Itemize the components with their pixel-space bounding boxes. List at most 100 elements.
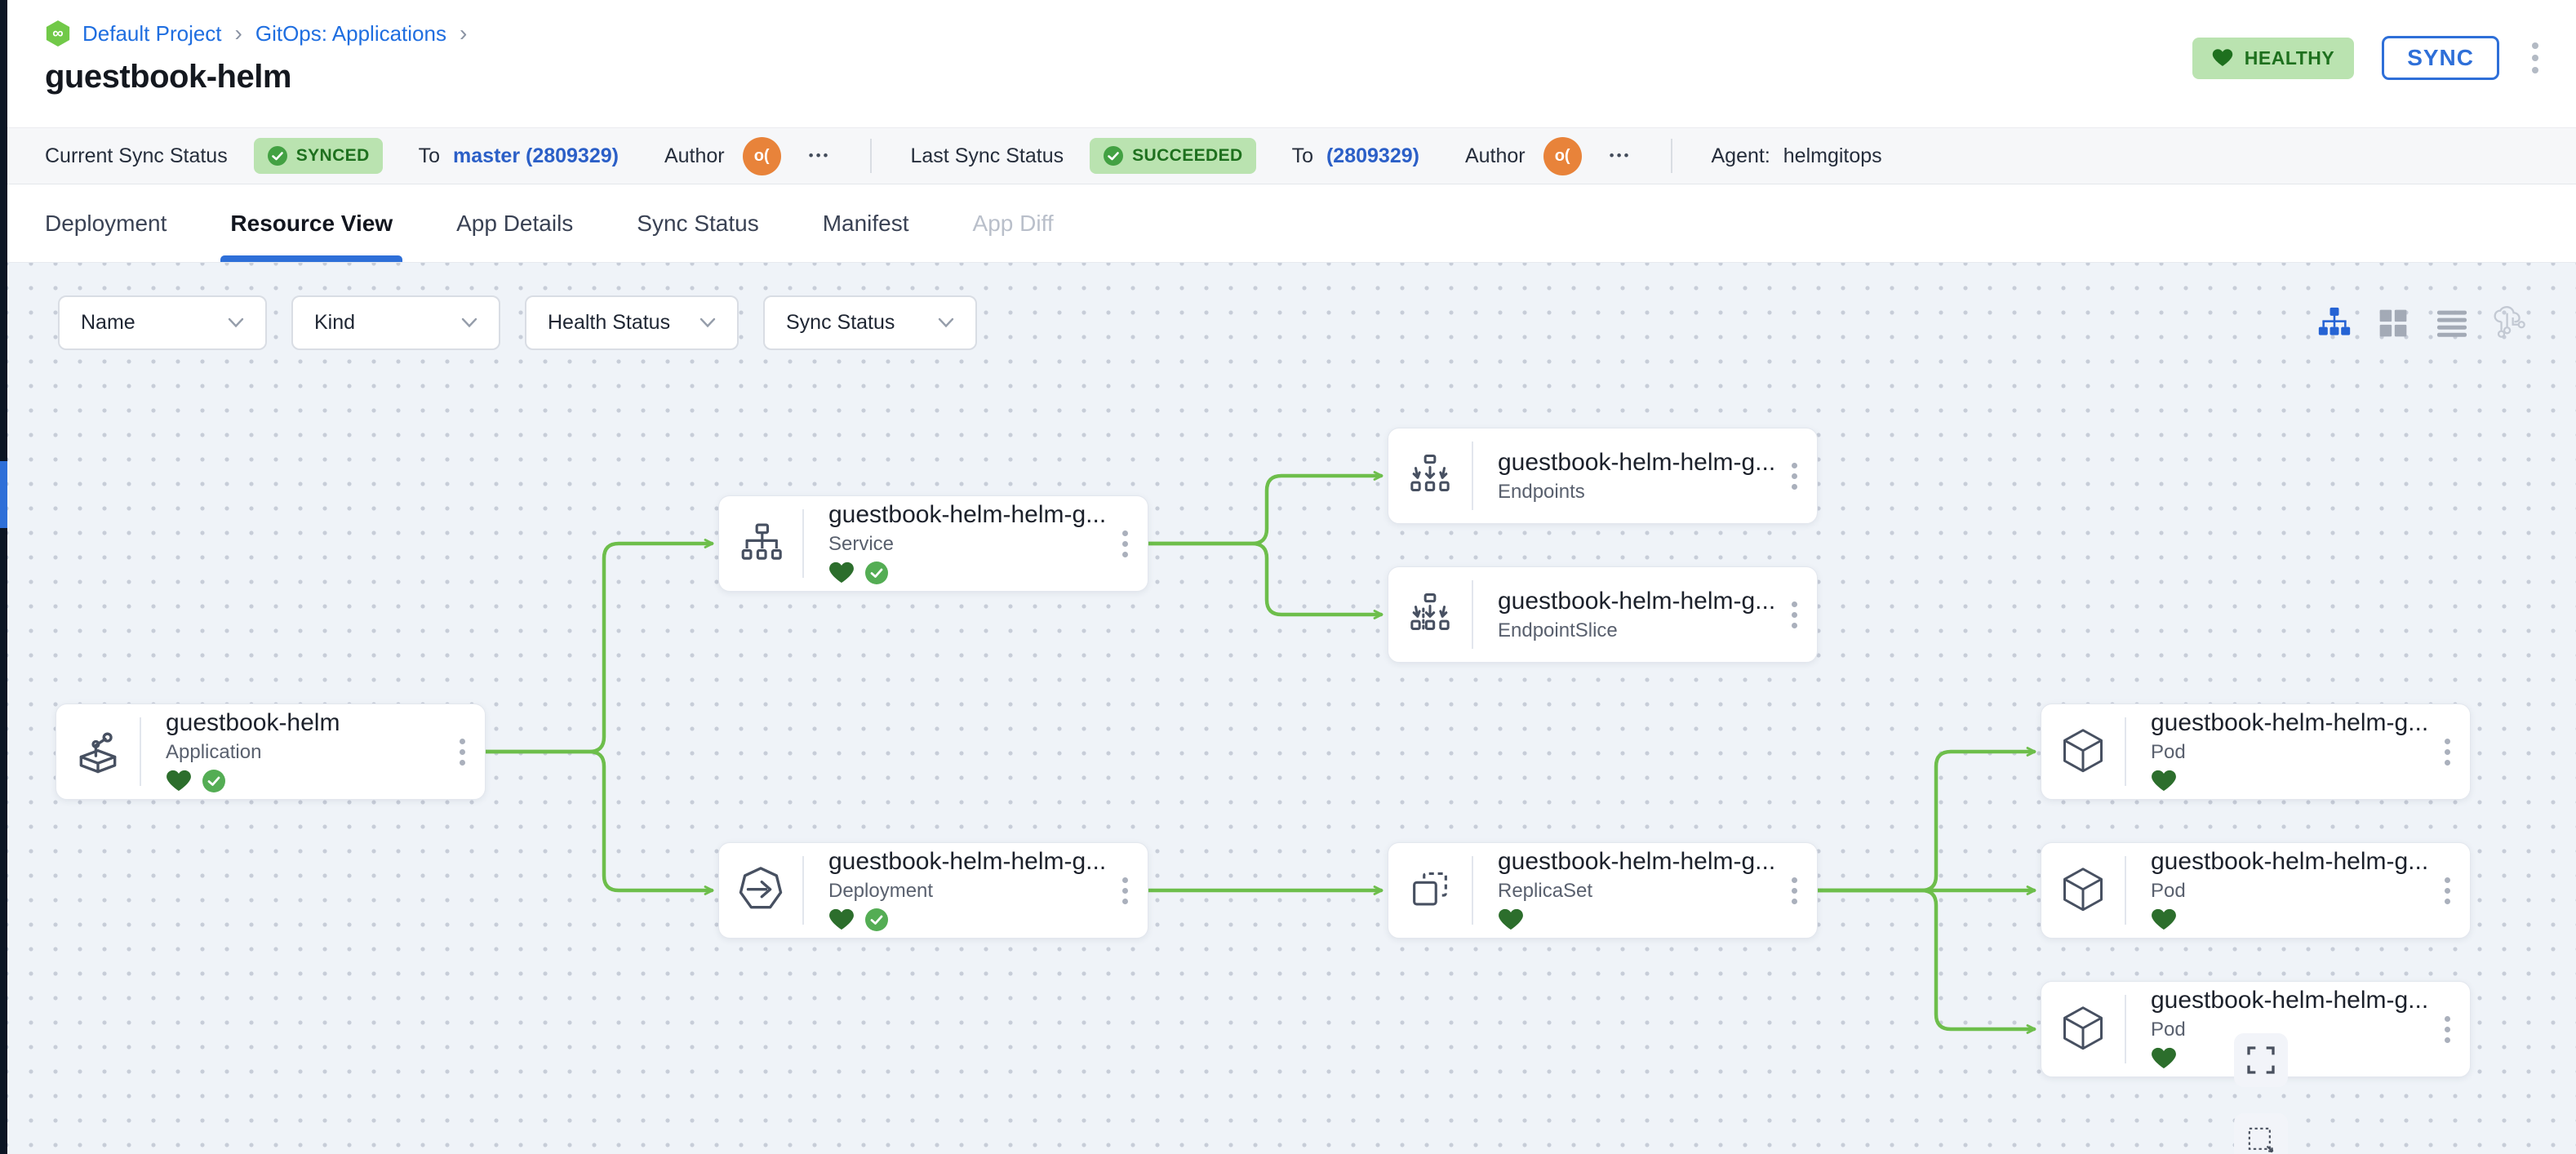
tab-deployment[interactable]: Deployment: [45, 211, 167, 236]
divider: [2125, 856, 2126, 925]
resource-node-pod[interactable]: guestbook-helm-helm-g...Pod: [2041, 703, 2471, 800]
node-kind: Deployment: [828, 880, 934, 902]
graph-edge: [1146, 541, 1383, 619]
svg-text:∞: ∞: [52, 24, 63, 42]
breadcrumb: ∞ Default Project › GitOps: Applications…: [45, 20, 2576, 47]
healthy-heart-icon: [829, 908, 854, 930]
to-label: To: [418, 144, 441, 167]
node-kind: Service: [828, 533, 895, 555]
healthy-heart-icon: [2152, 908, 2176, 930]
divider: [1472, 856, 1473, 925]
breadcrumb-separator: ›: [459, 20, 468, 46]
node-body: guestbook-helm-helm-g...EndpointSlice: [1473, 588, 1783, 642]
divider: [1472, 580, 1473, 649]
node-kebab-menu-icon[interactable]: [1783, 869, 1817, 912]
author-avatar[interactable]: o(: [742, 136, 781, 175]
dashed-square-icon: [2248, 1127, 2274, 1153]
pod-icon: [2041, 866, 2125, 915]
node-body: guestbook-helm-helm-g...ReplicaSet: [1473, 848, 1783, 933]
divider: [2125, 995, 2126, 1063]
node-kind: Pod: [2151, 880, 2186, 902]
resource-node-endpoints[interactable]: guestbook-helm-helm-g...Endpoints: [1388, 428, 1818, 524]
resource-tree-canvas[interactable]: Name Kind Health Status Sync Status: [7, 263, 2576, 1154]
dropdown-label: Sync Status: [786, 311, 895, 334]
network-view-icon[interactable]: [2493, 305, 2529, 341]
chevron-down-icon: [700, 317, 716, 328]
resource-node-endpointslice[interactable]: guestbook-helm-helm-g...EndpointSlice: [1388, 566, 1818, 663]
health-status-filter-dropdown[interactable]: Health Status: [525, 295, 739, 350]
header-kebab-menu-icon[interactable]: [2527, 38, 2543, 78]
synced-check-icon: [865, 908, 888, 931]
node-body: guestbook-helm-helm-g...Pod: [2126, 848, 2436, 933]
resource-node-service[interactable]: guestbook-helm-helm-g... Service: [718, 495, 1148, 592]
node-health-icons: [2151, 1045, 2436, 1072]
sync-status-filter-dropdown[interactable]: Sync Status: [763, 295, 977, 350]
node-body: guestbook-helm-helm-g...Endpoints: [1473, 449, 1783, 504]
tab-bar: Deployment Resource View App Details Syn…: [7, 185, 2576, 263]
divider: [1472, 442, 1473, 510]
node-kebab-menu-icon[interactable]: [1783, 593, 1817, 637]
last-sync-status-label: Last Sync Status: [910, 144, 1064, 167]
resource-node-pod[interactable]: guestbook-helm-helm-g...Pod: [2041, 842, 2471, 939]
grid-view-icon[interactable]: [2375, 305, 2411, 341]
fit-view-button[interactable]: [2234, 1033, 2288, 1087]
resource-node-pod[interactable]: guestbook-helm-helm-g...Pod: [2041, 981, 2471, 1077]
graph-edge: [1815, 888, 2036, 1034]
more-authors-icon[interactable]: •••: [808, 148, 831, 163]
node-title: guestbook-helm-helm-g...: [2151, 709, 2429, 736]
more-authors-icon[interactable]: •••: [1609, 148, 1632, 163]
service-icon: [719, 520, 802, 567]
node-kebab-menu-icon[interactable]: [2436, 730, 2470, 774]
breadcrumb-item-applications[interactable]: GitOps: Applications: [255, 20, 446, 46]
resource-node-replicaset[interactable]: guestbook-helm-helm-g...ReplicaSet: [1388, 842, 1818, 939]
tab-sync-status[interactable]: Sync Status: [637, 211, 759, 236]
tab-manifest[interactable]: Manifest: [822, 211, 909, 236]
tree-view-icon[interactable]: [2316, 305, 2352, 341]
name-filter-dropdown[interactable]: Name: [58, 295, 267, 350]
node-title: guestbook-helm-helm-g...: [1498, 587, 1776, 615]
agent-label: Agent:: [1711, 144, 1770, 167]
collapsed-sidebar-strip: [0, 0, 7, 1154]
status-bar: Current Sync Status SYNCED To master (28…: [7, 127, 2576, 184]
chevron-down-icon: [938, 317, 954, 328]
check-circle-icon: [1104, 146, 1124, 166]
node-kebab-menu-icon[interactable]: [1114, 869, 1148, 912]
filter-bar: Name Kind Health Status Sync Status: [58, 295, 977, 350]
selection-tool-button[interactable]: [2234, 1113, 2288, 1154]
breadcrumb-separator: ›: [234, 20, 242, 46]
endpoints-icon: [1388, 453, 1472, 499]
sync-button[interactable]: SYNC: [2382, 36, 2499, 80]
list-view-icon[interactable]: [2434, 305, 2470, 341]
node-title: guestbook-helm-helm-g...: [828, 501, 1107, 528]
kind-filter-dropdown[interactable]: Kind: [291, 295, 500, 350]
author-avatar[interactable]: o(: [1543, 136, 1582, 175]
last-revision-link[interactable]: (2809329): [1326, 144, 1419, 167]
node-body: guestbook-helm-helm-g...Deployment: [804, 848, 1114, 933]
app-header: ∞ Default Project › GitOps: Applications…: [7, 0, 2576, 127]
node-kebab-menu-icon[interactable]: [2436, 869, 2470, 912]
sidebar-active-indicator: [0, 461, 7, 528]
tab-app-details[interactable]: App Details: [456, 211, 574, 236]
resource-node-deployment[interactable]: guestbook-helm-helm-g...Deployment: [718, 842, 1148, 939]
current-revision-link[interactable]: master (2809329): [453, 144, 619, 167]
node-kind: Pod: [2151, 1019, 2186, 1041]
to-label: To: [1291, 144, 1313, 167]
synced-badge-label: SYNCED: [295, 146, 370, 165]
node-health-icons: [828, 907, 1114, 933]
node-kebab-menu-icon[interactable]: [1114, 522, 1148, 566]
author-label: Author: [1464, 144, 1526, 167]
synced-check-icon: [202, 770, 225, 792]
node-kebab-menu-icon[interactable]: [2436, 1008, 2470, 1051]
tab-resource-view[interactable]: Resource View: [220, 185, 402, 262]
chevron-down-icon: [461, 317, 477, 328]
graph-edge: [1815, 747, 2036, 893]
divider: [802, 856, 804, 925]
node-kebab-menu-icon[interactable]: [451, 730, 485, 774]
view-mode-toolbar: [2316, 305, 2529, 341]
node-kebab-menu-icon[interactable]: [1783, 455, 1817, 498]
endpointslice-icon: [1388, 592, 1472, 637]
node-health-icons: [828, 560, 1114, 586]
breadcrumb-item-project[interactable]: Default Project: [82, 20, 222, 46]
node-health-icons: [2151, 907, 2436, 933]
